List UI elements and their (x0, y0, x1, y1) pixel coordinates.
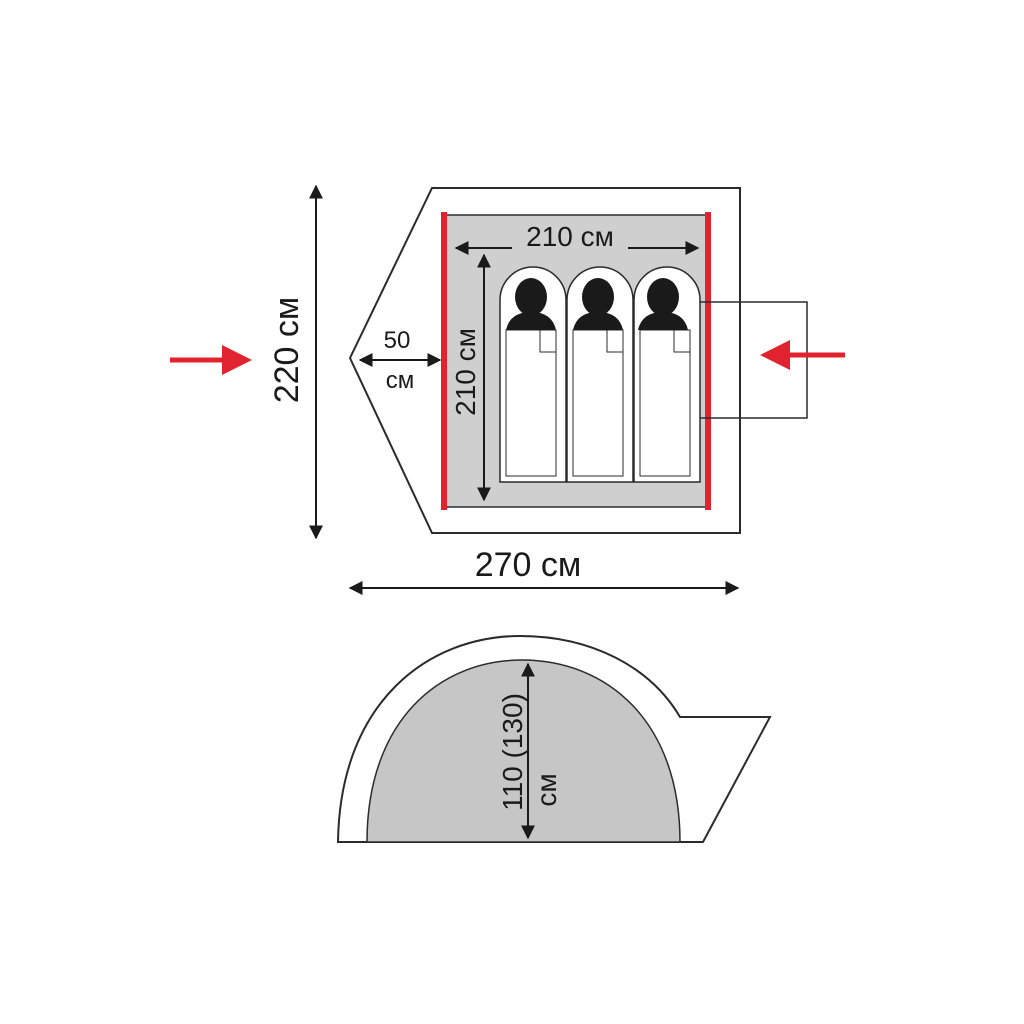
vestibule-unit: см (386, 367, 415, 394)
height-value: 110 (130) (497, 693, 528, 811)
inner-depth-label: 210 см (450, 328, 481, 416)
entrance-arrow-icon (170, 345, 252, 375)
person-silhouette-icon (506, 278, 556, 330)
overall-width-label: 270 см (475, 546, 582, 584)
person-silhouette-icon (573, 278, 623, 330)
person-silhouette-icon (638, 278, 688, 330)
height-unit: см (531, 773, 562, 806)
top-view: 210 см 210 см 50 см 220 см 270 см (170, 184, 845, 595)
vestibule-value: 50 (384, 327, 411, 354)
side-view: 110 (130) см (336, 634, 772, 843)
inner-width-label: 210 см (526, 221, 614, 252)
overall-depth-label: 220 см (268, 297, 306, 404)
entrance-arrow-icon (760, 340, 845, 370)
